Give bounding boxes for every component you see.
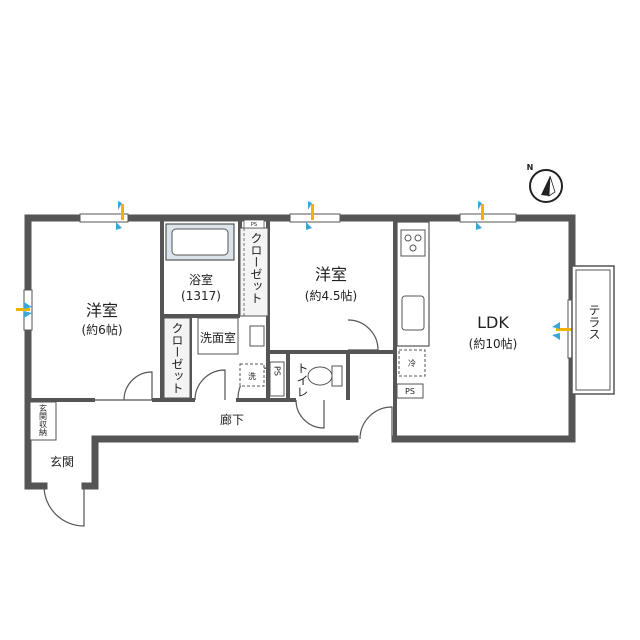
ps-kitchen-label: PS <box>405 387 415 396</box>
ps-block-closet <box>243 219 265 229</box>
room-name-ldk: LDK <box>477 313 509 332</box>
ps-closet-label: PS <box>251 222 257 228</box>
ps-block-kitchen <box>396 383 424 399</box>
room-labels: 洋室 (約6帖) 洋室 (約4.5帖) LDK (約10帖) 浴室 (1317)… <box>39 163 602 469</box>
washer-space <box>239 363 265 387</box>
closet-lower-label: クローゼット <box>170 322 184 394</box>
room-size-ldk: (約10帖) <box>469 336 518 351</box>
compass-label: N <box>527 163 534 172</box>
shoe-storage-label: 玄関収納 <box>39 403 48 437</box>
room-size-western-left: (約6帖) <box>82 322 123 337</box>
ps-block-toilet <box>269 361 285 397</box>
room-name-bathroom: 浴室 <box>189 272 213 287</box>
fridge-space <box>398 349 426 377</box>
room-size-bathroom: (1317) <box>181 289 221 303</box>
room-name-terrace: テラス <box>587 304 601 340</box>
room-name-toilet: トイレ <box>295 362 309 398</box>
room-name-washroom: 洗面室 <box>200 330 236 345</box>
bathtub <box>165 223 235 261</box>
shoe-storage <box>29 401 57 441</box>
terrace <box>571 265 615 395</box>
window-markers <box>16 201 572 340</box>
room-name-entrance: 玄関 <box>50 454 74 469</box>
closet-lower <box>163 317 191 399</box>
closet-upper <box>239 227 269 317</box>
toilet-fixture <box>307 365 343 387</box>
kitchen-counter <box>396 221 430 347</box>
washroom-sink <box>197 317 265 355</box>
fridge-label: 冷 <box>408 358 416 368</box>
closet-upper-label: クローゼット <box>249 232 263 304</box>
compass-icon <box>529 169 563 203</box>
room-name-western-center: 洋室 <box>315 265 347 284</box>
washer-label: 洗 <box>248 371 256 381</box>
room-size-western-center: (約4.5帖) <box>305 288 357 303</box>
room-name-hallway: 廊下 <box>220 412 244 427</box>
ps-toilet-label: PS <box>273 366 282 376</box>
room-name-western-left: 洋室 <box>86 301 118 320</box>
